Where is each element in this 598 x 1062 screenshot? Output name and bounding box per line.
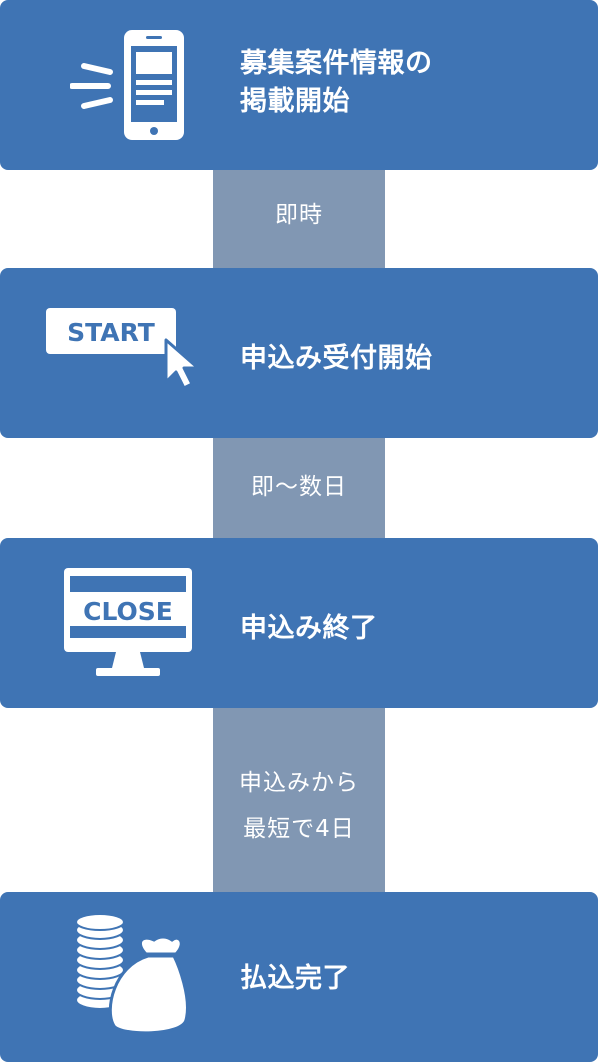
step-title: 払込完了 — [240, 963, 350, 994]
step-application-end: CLOSE 申込み終了 — [0, 538, 598, 708]
connector-arrow: 即時 — [213, 170, 385, 295]
step-listing-start: 募集案件情報の 掲載開始 — [0, 0, 598, 170]
step-title: 申込み受付開始 — [240, 343, 433, 374]
start-icon-text: START — [67, 318, 155, 347]
coins-money-bag-icon — [75, 914, 189, 1035]
step-application-start: START 申込み受付開始 — [0, 268, 598, 438]
step-title: 申込み終了 — [240, 613, 378, 644]
smartphone-notification-icon — [70, 30, 184, 140]
connector-label: 申込みから 最短で4日 — [239, 770, 359, 842]
connector-label: 即～数日 — [251, 474, 347, 500]
down-arrow-shape — [213, 170, 385, 295]
start-button-cursor-icon: START — [46, 308, 200, 390]
down-arrow-shape — [213, 438, 385, 564]
monitor-close-icon: CLOSE — [64, 568, 192, 676]
step-payment-complete: 払込完了 — [0, 892, 598, 1062]
close-icon-text: CLOSE — [83, 597, 173, 626]
connector-arrow: 即～数日 — [213, 438, 385, 564]
connector-label: 即時 — [275, 202, 323, 228]
step-title: 募集案件情報の 掲載開始 — [240, 48, 433, 117]
connector-arrow: 申込みから 最短で4日 — [213, 708, 385, 918]
down-arrow-shape — [213, 708, 385, 918]
